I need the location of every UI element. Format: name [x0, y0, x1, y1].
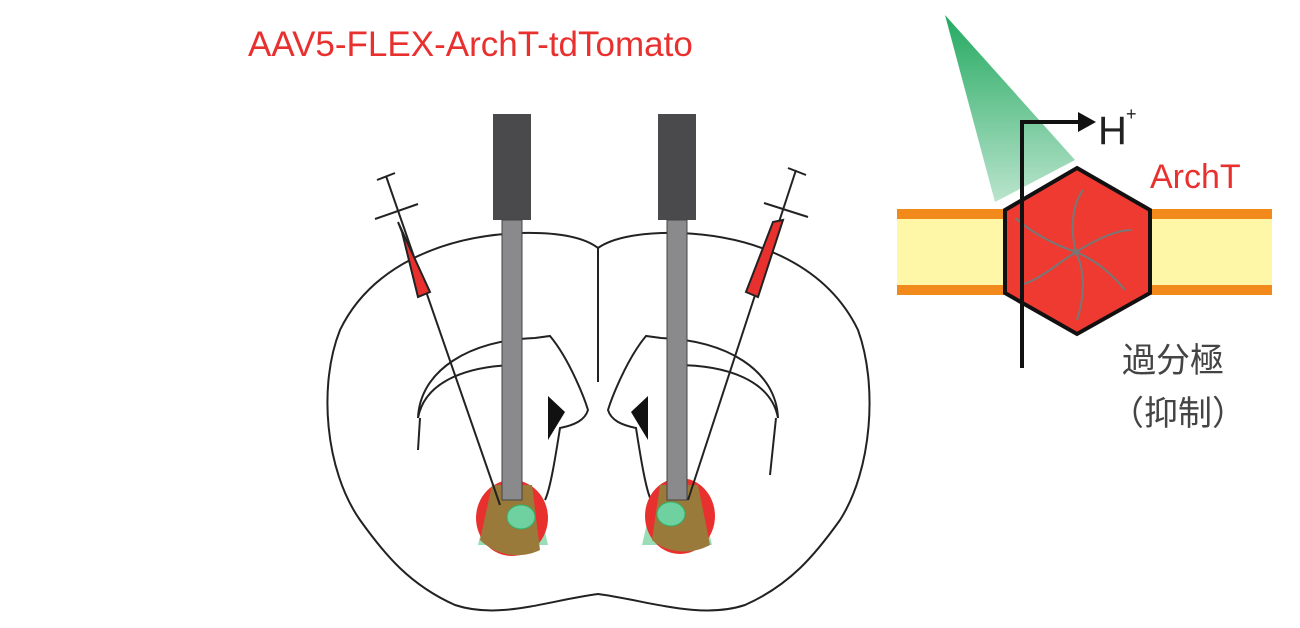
left-syringe — [374, 172, 501, 506]
right-optical-fiber — [658, 114, 696, 501]
ion-label: H — [1098, 109, 1127, 153]
effect-sublabel: （抑制） — [1110, 394, 1246, 434]
right-ventricle-dark — [631, 396, 648, 440]
left-target-region — [476, 480, 548, 556]
light-beam — [945, 15, 1075, 202]
brain-coronal-section — [326, 231, 871, 612]
left-optical-fiber — [493, 114, 531, 501]
proton-flow-arrow — [1020, 112, 1096, 368]
archt-channel — [1003, 165, 1152, 337]
ion-charge: + — [1126, 104, 1137, 124]
effect-label: 過分極 — [1122, 341, 1224, 381]
brain-outline — [326, 231, 871, 612]
right-ventricle — [606, 334, 779, 501]
right-target-region — [642, 478, 715, 554]
right-syringe — [687, 167, 809, 501]
protein-label: ArchT — [1150, 158, 1241, 196]
virus-title: AAV5-FLEX-ArchT-tdTomato — [248, 25, 693, 64]
left-ventricle-dark — [548, 396, 565, 440]
